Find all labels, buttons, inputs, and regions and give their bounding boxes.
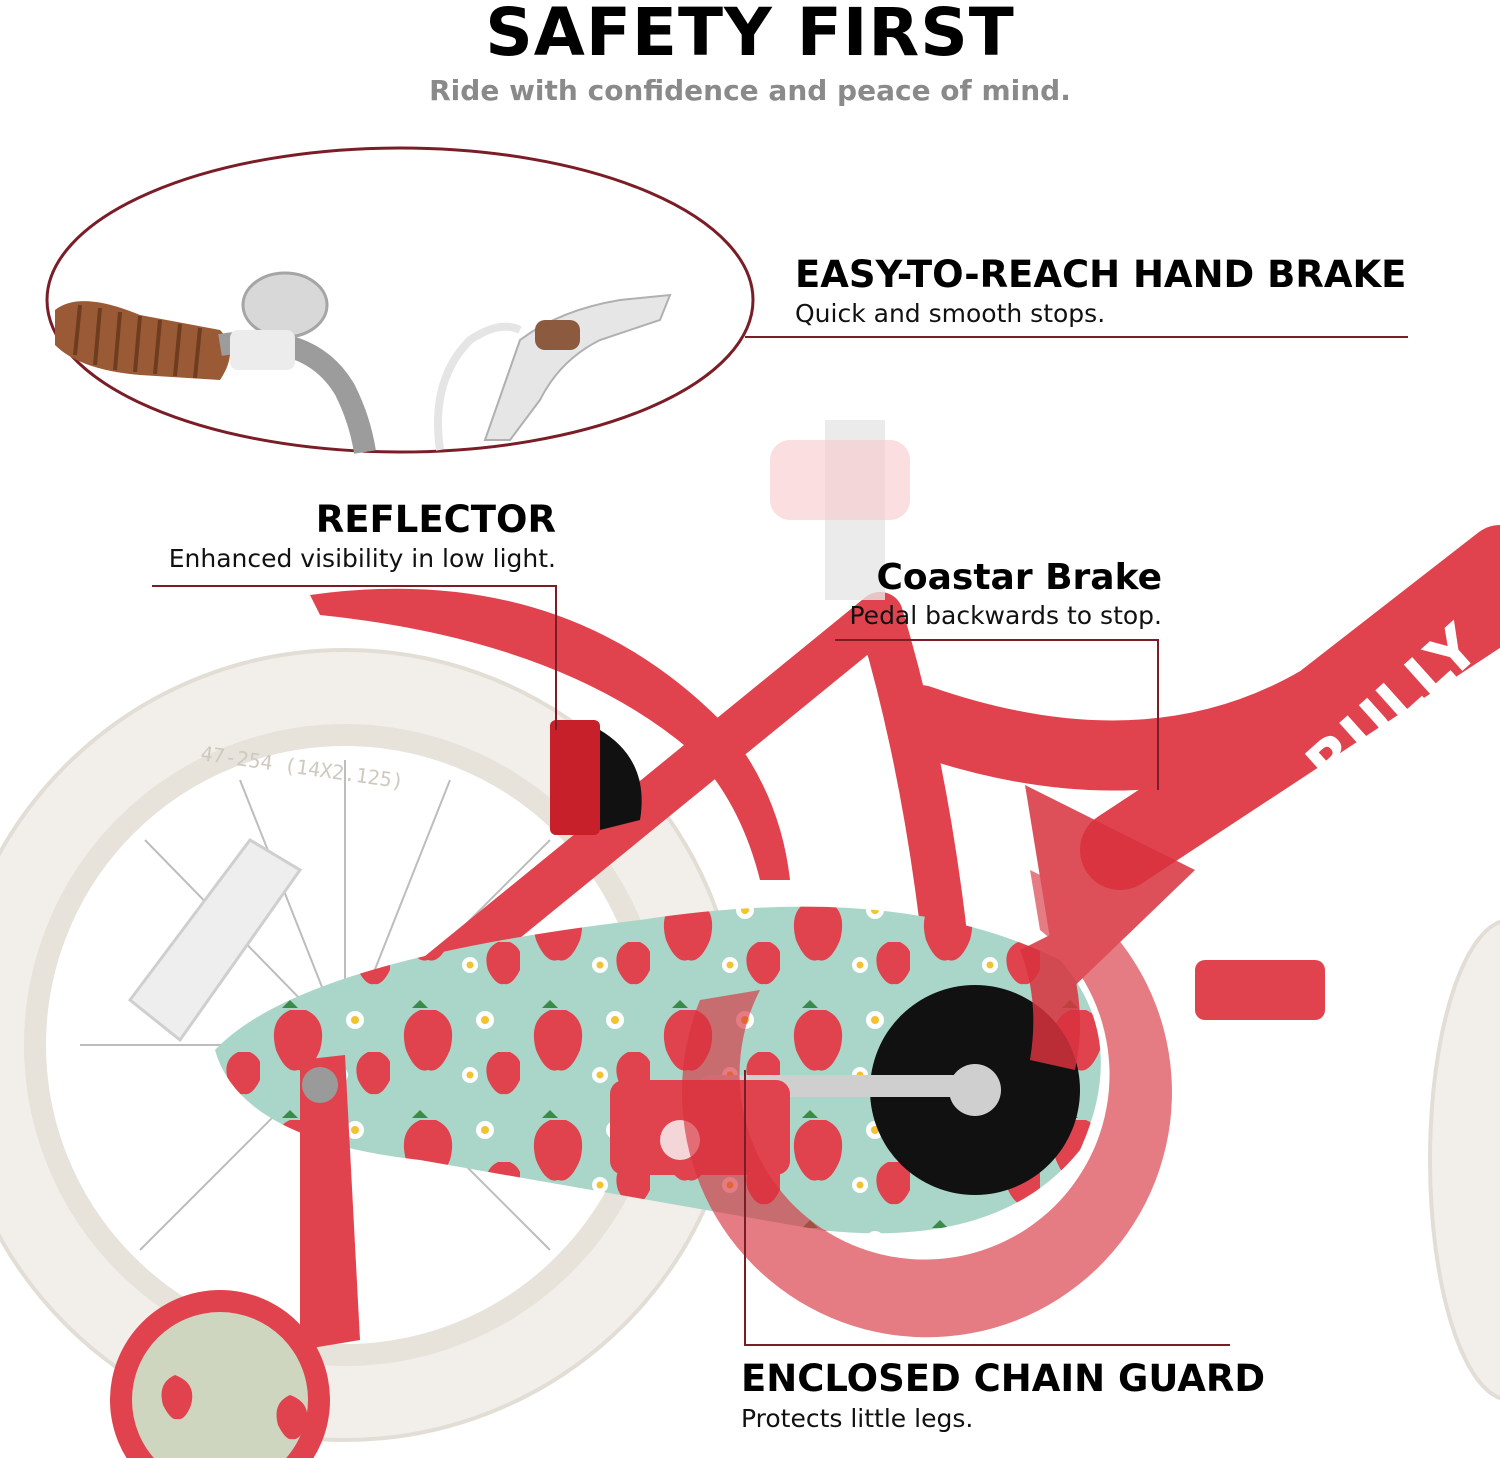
callout-reflector: REFLECTOR Enhanced visibility in low lig…	[150, 497, 556, 575]
callout-heading: EASY-TO-REACH HAND BRAKE	[795, 253, 1407, 296]
page-subtitle: Ride with confidence and peace of mind.	[429, 74, 1071, 107]
rear-wheel	[0, 648, 742, 1442]
coaster-brake-arrow	[681, 785, 1195, 1338]
callout-description: Pedal backwards to stop.	[849, 601, 1163, 630]
front-pedal	[1195, 960, 1325, 1020]
rear-reflector	[550, 720, 642, 835]
callout-chain-guard: ENCLOSED CHAIN GUARD Protects little leg…	[741, 1356, 1265, 1436]
handlebar-detail-ellipse	[45, 146, 755, 454]
training-wheel	[110, 1055, 360, 1458]
callout-coaster-brake: Coastar Brake Pedal backwards to stop.	[834, 556, 1163, 632]
callout-heading: REFLECTOR	[315, 498, 556, 541]
callout-heading: ENCLOSED CHAIN GUARD	[741, 1357, 1266, 1400]
callout-description: Quick and smooth stops.	[795, 299, 1106, 328]
page-title: SAFETY FIRST	[485, 0, 1015, 71]
rear-fender	[310, 588, 790, 880]
callout-hand-brake: EASY-TO-REACH HAND BRAKE Quick and smoot…	[795, 252, 1406, 330]
callout-heading: Coastar Brake	[876, 557, 1162, 598]
callout-description: Enhanced visibility in low light.	[168, 544, 556, 573]
front-wheel	[1428, 919, 1500, 1401]
callout-lines	[152, 336, 1408, 1346]
callout-description: Protects little legs.	[741, 1404, 974, 1433]
